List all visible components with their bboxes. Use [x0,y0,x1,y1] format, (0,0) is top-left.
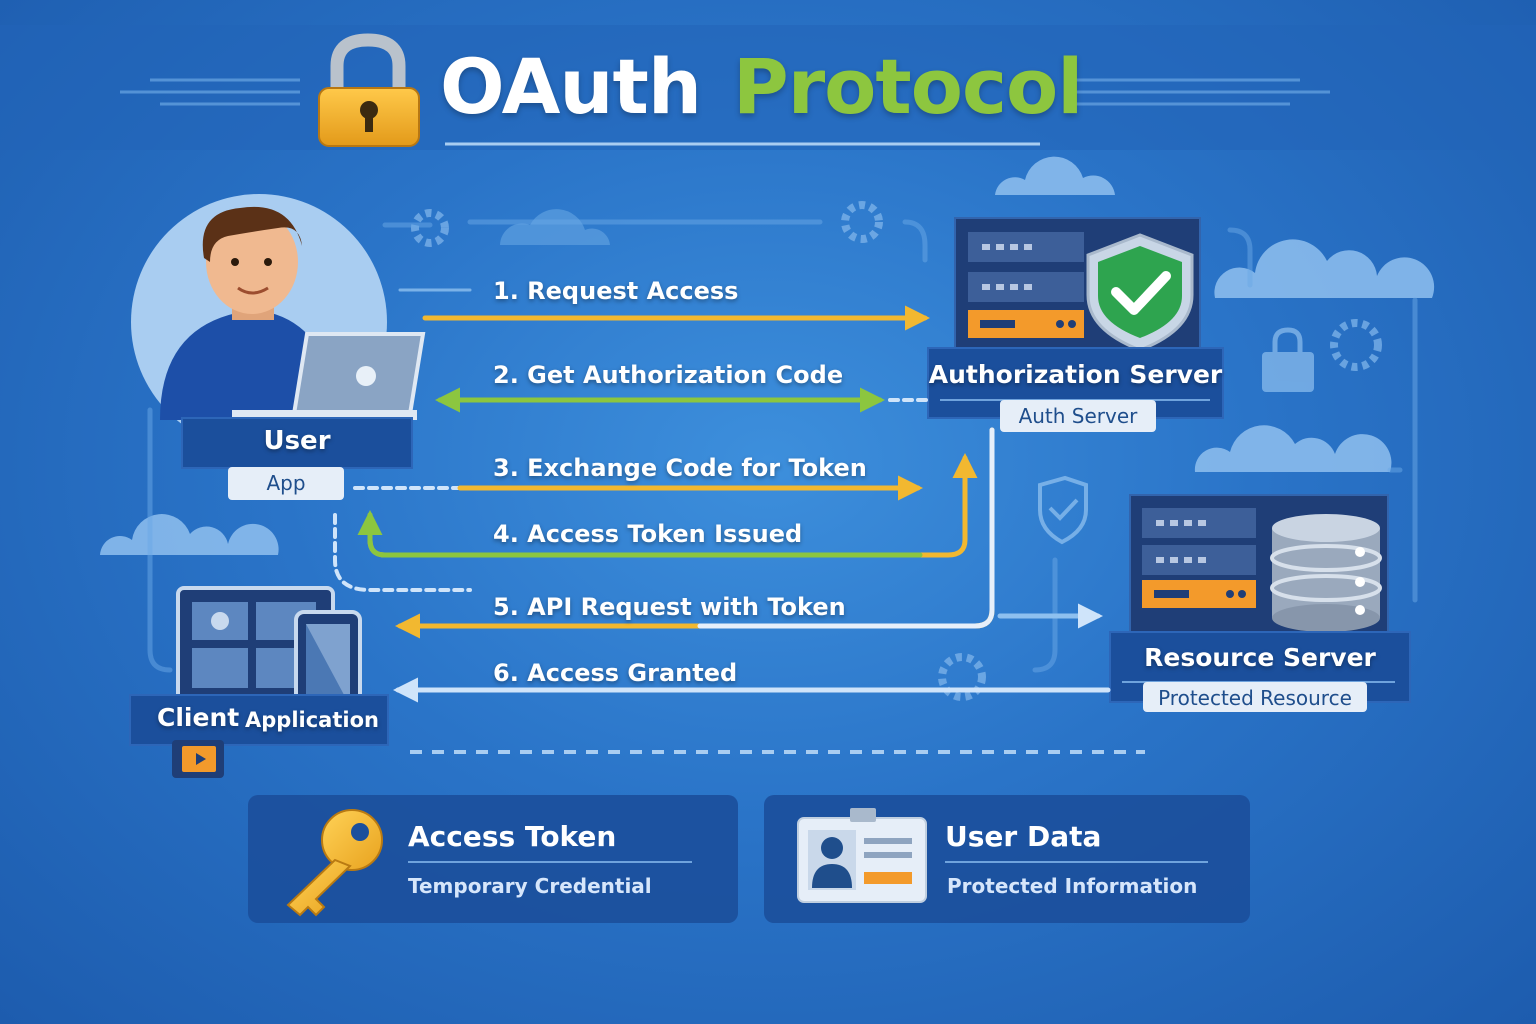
client-label: Client [157,703,240,732]
id-card-icon [797,808,927,903]
user-data-title: User Data [945,820,1102,853]
header-band [0,25,1536,150]
client-application-label: Application [245,708,379,732]
cloud-icon [100,156,1435,555]
user-node [131,194,426,500]
resource-server-node [1109,494,1411,712]
access-token-card [248,795,738,923]
access-token-subtitle: Temporary Credential [408,874,652,898]
user-tag: App [266,471,306,495]
step-1-label: 1. Request Access [493,277,739,305]
page-title-part1: OAuth [440,42,702,131]
resource-server-label: Resource Server [1144,643,1376,672]
access-token-title: Access Token [408,820,617,853]
laptop-icon [232,332,426,420]
tablet-icon [176,586,362,722]
step-5-label: 5. API Request with Token [493,593,846,621]
user-data-card [764,795,1250,923]
authorization-server-label: Authorization Server [928,360,1223,389]
step-4-label: 4. Access Token Issued [493,520,803,548]
step-2-label: 2. Get Authorization Code [493,361,844,389]
shield-check-icon [1038,475,1088,545]
cloud-icon [500,209,610,245]
gear-icon [411,201,1382,701]
key-icon [286,809,383,917]
authorization-server-node [927,217,1224,432]
resource-server-tag: Protected Resource [1158,686,1352,710]
server-icon [1142,508,1256,608]
authorization-server-tag: Auth Server [1018,404,1138,428]
padlock-icon [1262,327,1314,392]
step-6-label: 6. Access Granted [493,659,738,687]
page-title-part2: Protocol [733,42,1083,131]
user-data-subtitle: Protected Information [947,874,1198,898]
shield-check-icon [1086,233,1194,352]
padlock-icon [318,33,420,147]
server-icon [968,232,1084,338]
avatar [160,206,340,420]
step-3-label: 3. Exchange Code for Token [493,454,867,482]
client-application-node [129,586,389,778]
database-icon [1270,514,1382,632]
user-label: User [263,426,331,456]
